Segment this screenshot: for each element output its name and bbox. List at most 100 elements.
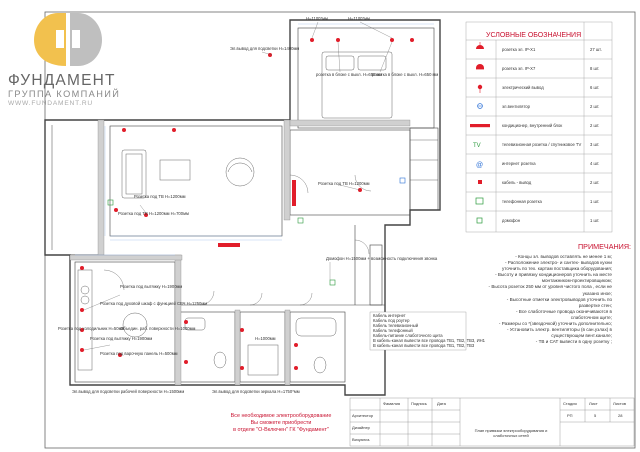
legend-table: [465, 21, 613, 233]
socket-wet-icon: [240, 328, 244, 332]
legend-qty-1: 27 шт.: [590, 47, 602, 52]
legend-label-7: интернет розетка: [502, 161, 536, 166]
socket-icon: [80, 308, 84, 312]
panel-line-7: В кабель-канал вывести все провода ТВ1, …: [373, 343, 475, 348]
socket-icon: [410, 38, 414, 42]
tb-stage-value: РП: [567, 413, 573, 418]
dimension-lines: [75, 23, 434, 256]
electric-outlet-icon: [477, 84, 483, 90]
intercom-icon: [329, 279, 336, 286]
cable-outlet-icon: [478, 180, 482, 184]
notes-title: ПРИМЕЧАНИЯ:: [578, 242, 632, 251]
tv-socket-icon: [107, 199, 114, 206]
legend-qty-4: 2 шт.: [590, 104, 599, 109]
tb-sheets-value: 28: [618, 413, 623, 418]
fan-icon: [477, 103, 483, 109]
socket-icon: [122, 128, 126, 132]
socket-symbols: [80, 38, 414, 370]
internet-socket-icon: @: [476, 162, 483, 169]
panel-line-4: Кабель телефонный: [373, 328, 413, 333]
annotation-top-3: H=1100*мм: [348, 16, 370, 21]
tb-sheet-title: План привязки электрооборудования и слаб…: [474, 428, 548, 438]
note-line: указано иное;: [582, 290, 612, 296]
note-line: - Все слаботочные провода оконечиваются …: [515, 308, 612, 314]
legend-label-2: розетка эл. IP-X7: [502, 66, 536, 71]
note-line: - Высоту и привязку кондиционеров уточни…: [495, 272, 612, 278]
socket-icon: [390, 38, 394, 42]
annotation-living-3: Розетка под ТВ H=1200мм: [318, 181, 370, 186]
legend-label-3: электрический вывод: [502, 85, 544, 90]
tb-sheets-header: Листов: [613, 401, 626, 406]
socket-wet-icon: [184, 320, 188, 324]
note-line: существующем вент.канале;: [551, 333, 612, 339]
leader-lines: [83, 21, 393, 351]
annotation-hall-1: Домофон H=1500мм + возможность подключен…: [326, 256, 438, 261]
tb-col-signature: Подпись: [411, 401, 427, 406]
low-current-symbols: [107, 177, 406, 286]
annotation-top-5: розетка в блоке с выкл. H=650 мм: [372, 72, 438, 77]
legend-qty-2: 8 шт.: [590, 66, 599, 71]
socket-icon: [310, 38, 314, 42]
intercom-icon: [476, 217, 483, 224]
ac-unit-icon: [470, 124, 490, 128]
annotation-kitchen-8: Эл.вывод для подсветки зеркала H=1750*мм: [212, 389, 300, 394]
legend-qty-5: 2 шт.: [590, 123, 599, 128]
legend-icons: TV @: [470, 42, 490, 224]
tb-col-surname: Фамилия: [383, 401, 400, 406]
note-line: - Размеры со *(звездочкой) уточнить допо…: [498, 321, 612, 327]
legend-label-6: телевизионная розетка / спутниковое TV: [502, 142, 581, 147]
socket-wet-icon: [294, 366, 298, 370]
annotation-living-2: Розетка под ТВ H=1200мм: [134, 194, 186, 199]
legend-qty-10: 1 шт.: [590, 218, 599, 223]
tb-role-architect: Архитектор: [352, 413, 374, 418]
legend-label-9: телефонная розетка: [502, 199, 543, 204]
door-swings: [103, 174, 372, 306]
tb-col-date: Дата: [437, 401, 446, 406]
company-logo: [34, 13, 102, 66]
socket-wet-icon: [476, 64, 484, 68]
panel-line-2: Кабель под роутер: [373, 318, 410, 323]
legend-qty-6: 3 шт.: [590, 142, 599, 147]
annotation-kitchen-5: Розетка под варочную панель H=500мм: [100, 351, 178, 356]
logo-right-half-icon: [70, 13, 102, 66]
logo-company-name: ФУНДАМЕНТ: [8, 72, 116, 89]
tb-stage-header: Стадия: [563, 401, 577, 406]
socket-icon: [118, 353, 122, 357]
logo-company-url: WWW.FUNDAMENT.RU: [8, 100, 93, 107]
logo-company-subtitle: ГРУППА КОМПАНИЙ: [8, 89, 121, 99]
ac-units: [218, 180, 296, 247]
legend-qty-3: 6 шт.: [590, 85, 599, 90]
tv-socket-icon: [297, 217, 304, 224]
panel-cable-list: Кабель интернет Кабель под роутер Кабель…: [369, 311, 486, 351]
legend-qty-9: 1 шт.: [590, 199, 599, 204]
annotation-kitchen-9: H=1000мм: [255, 336, 276, 341]
socket-icon: [476, 45, 484, 49]
annotation-living-1: Розетка под ТВ H=1200мм H=700мм: [118, 211, 189, 216]
socket-icon: [144, 213, 148, 217]
apartment-walls: [44, 19, 441, 396]
socket-wet-icon: [294, 343, 298, 347]
socket-icon: [80, 328, 84, 332]
caption-line: в отделе "О-Включен" ГК "Фундамент": [233, 427, 329, 433]
annotation-kitchen-1: Розетка под духовой шкаф с функцией СВЧ …: [100, 301, 207, 306]
wall-hatching: [69, 119, 411, 386]
annotation-top-1: Эл.вывод для подсветки H=1400мм: [230, 46, 299, 51]
tb-role-designer: Дизайнер: [352, 425, 370, 430]
socket-icon: [80, 348, 84, 352]
tb-sheet-header: Лист: [589, 401, 598, 406]
note-line: - Высотные отметки электровыводов уточни…: [506, 296, 612, 302]
ac-unit-icon: [292, 180, 296, 206]
note-line: - Установить электр. вентиляторы (в сан.…: [506, 327, 612, 333]
annotation-top-2: H=1100*мм: [306, 16, 328, 21]
legend-labels: розетка эл. IP-X1 27 шт. розетка эл. IP-…: [502, 47, 602, 223]
legend-label-8: кабель - вывод: [502, 180, 532, 185]
legend-qty-7: 4 шт.: [590, 161, 599, 166]
annotation-kitchen-7: Эл.вывод для подсветки рабочей поверхнос…: [72, 389, 184, 394]
annotation-kitchen-6: Розетка под холодильник H=50мм: [58, 326, 124, 331]
panel-line-5: Кабель-питание слаботочного щита: [373, 333, 443, 338]
legend-label-10: домофон: [502, 218, 521, 223]
note-line: - ТВ и САТ вывести в одну розетку ;: [535, 339, 612, 345]
note-line: - Высота розеток 250 мм от уровня чистог…: [488, 284, 612, 290]
annotation-top-4: розетка в блоке с выкл. H=650 мм: [316, 72, 382, 77]
furniture: [77, 51, 393, 376]
